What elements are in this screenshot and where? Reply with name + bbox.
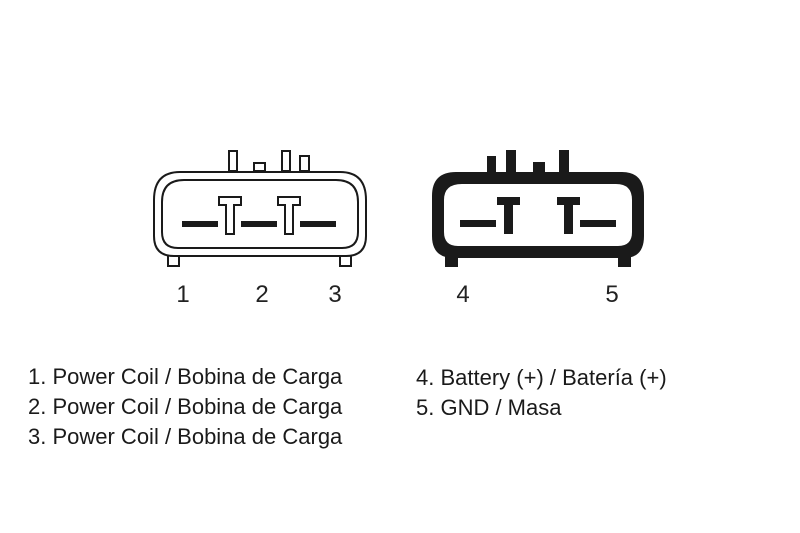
terminal-t bbox=[277, 196, 301, 235]
top-tab bbox=[559, 150, 569, 174]
legend-item: 3. Power Coil / Bobina de Carga bbox=[28, 424, 343, 449]
top-tab bbox=[253, 162, 266, 172]
legend-item: 2. Power Coil / Bobina de Carga bbox=[28, 394, 343, 419]
housing bbox=[432, 172, 644, 258]
top-tab bbox=[506, 150, 516, 174]
pin-number: 1 bbox=[176, 281, 190, 308]
top-tab bbox=[281, 150, 291, 172]
legend-item: 1. Power Coil / Bobina de Carga bbox=[28, 364, 343, 389]
housing-outer bbox=[153, 171, 367, 257]
pin-number: 3 bbox=[328, 281, 342, 308]
connector-2-pin bbox=[432, 150, 644, 267]
housing-inner bbox=[161, 179, 359, 249]
terminal-t bbox=[557, 197, 580, 234]
pin-number: 5 bbox=[605, 281, 619, 308]
terminal-blade bbox=[580, 220, 616, 227]
terminal-t bbox=[218, 196, 242, 235]
terminal-blade bbox=[460, 220, 496, 227]
pin-number: 2 bbox=[255, 281, 269, 308]
connector-3-pin bbox=[153, 150, 367, 267]
top-tab bbox=[487, 156, 496, 174]
terminal-t bbox=[497, 197, 520, 234]
terminal-blade bbox=[182, 221, 218, 227]
legend-item: 4. Battery (+) / Batería (+) bbox=[416, 365, 667, 390]
legend-right: 4. Battery (+) / Batería (+) 5. GND / Ma… bbox=[416, 363, 667, 423]
legend-left: 1. Power Coil / Bobina de Carga 2. Power… bbox=[28, 362, 342, 452]
top-tab bbox=[533, 162, 545, 174]
top-tab bbox=[228, 150, 238, 172]
terminal-blade bbox=[241, 221, 277, 227]
pin-number: 4 bbox=[456, 281, 470, 308]
top-tab bbox=[299, 155, 310, 172]
terminal-blade bbox=[300, 221, 336, 227]
legend-item: 5. GND / Masa bbox=[416, 395, 562, 420]
